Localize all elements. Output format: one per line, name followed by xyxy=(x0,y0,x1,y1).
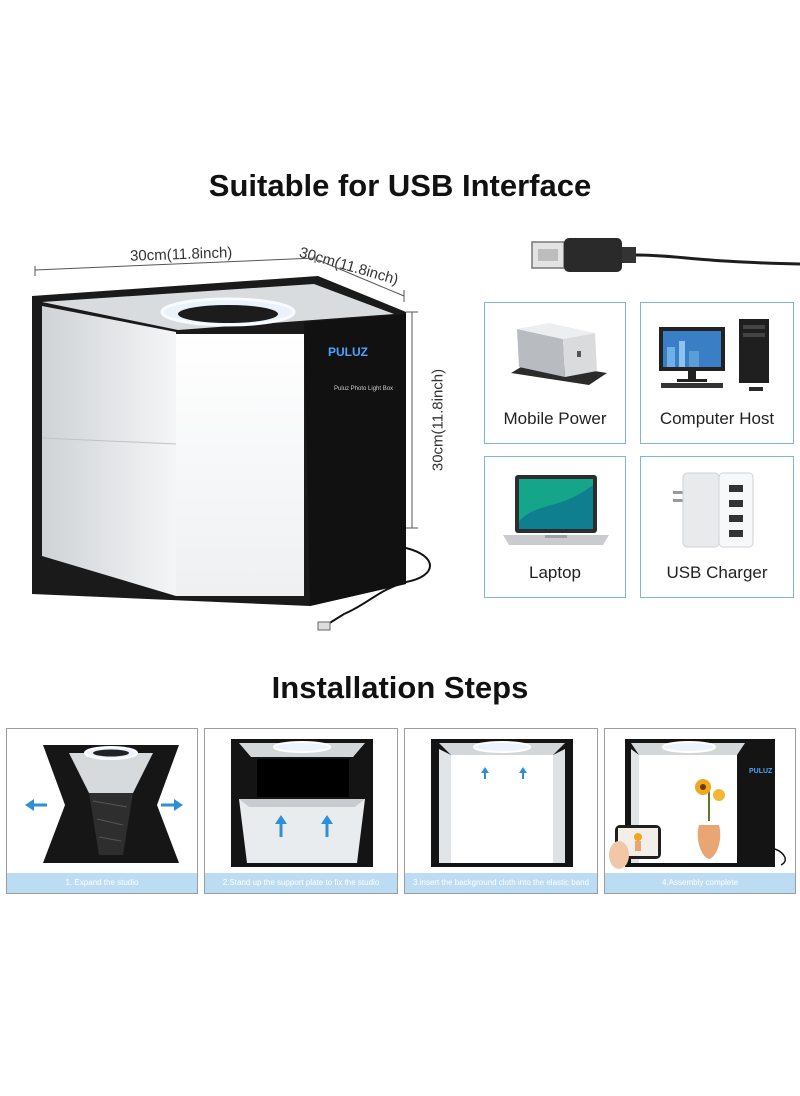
power-source-label: USB Charger xyxy=(666,563,768,582)
power-source-label: Laptop xyxy=(529,563,581,582)
box-product-text: Puluz Photo Light Box xyxy=(334,386,393,392)
installation-heading: Installation Steps xyxy=(271,670,529,705)
power-bank-icon xyxy=(511,323,607,385)
installation-step: 1. Expand the studio xyxy=(6,728,198,894)
power-source-card: Computer Host xyxy=(640,302,794,444)
box-brand-logo: PULUZ xyxy=(328,345,368,359)
step-caption: 2.Stand up the support plate to fix the … xyxy=(205,873,397,893)
power-source-card: Laptop xyxy=(484,456,626,598)
dimension-lines xyxy=(34,253,418,529)
usb-charger-icon xyxy=(673,472,754,548)
power-source-card: USB Charger xyxy=(640,456,794,598)
step-caption: 1. Expand the studio xyxy=(7,873,197,893)
background-cloth-illustration xyxy=(431,739,573,867)
usb-cable-icon xyxy=(531,238,800,272)
step-box-logo: PULUZ xyxy=(749,768,773,775)
step-caption: 4.Assembly complete xyxy=(605,873,795,893)
support-plate-illustration xyxy=(231,739,373,867)
step-caption: 3.insert the background cloth into the e… xyxy=(405,873,597,893)
photo-light-box: PULUZ Puluz Photo Light Box xyxy=(32,276,431,631)
installation-step: PULUZ 4.Assembly complete xyxy=(604,728,796,894)
usb-heading: Suitable for USB Interface xyxy=(208,168,592,203)
desktop-computer-icon xyxy=(659,319,769,391)
power-source-label: Mobile Power xyxy=(503,409,607,428)
installation-step: 2.Stand up the support plate to fix the … xyxy=(204,728,398,894)
power-source-label: Computer Host xyxy=(659,409,775,428)
assembled-studio-illustration: PULUZ xyxy=(609,739,786,869)
laptop-icon xyxy=(503,475,609,545)
power-source-card: Mobile Power xyxy=(484,302,626,444)
installation-step: 3.insert the background cloth into the e… xyxy=(404,728,598,894)
expand-studio-illustration xyxy=(25,745,183,863)
